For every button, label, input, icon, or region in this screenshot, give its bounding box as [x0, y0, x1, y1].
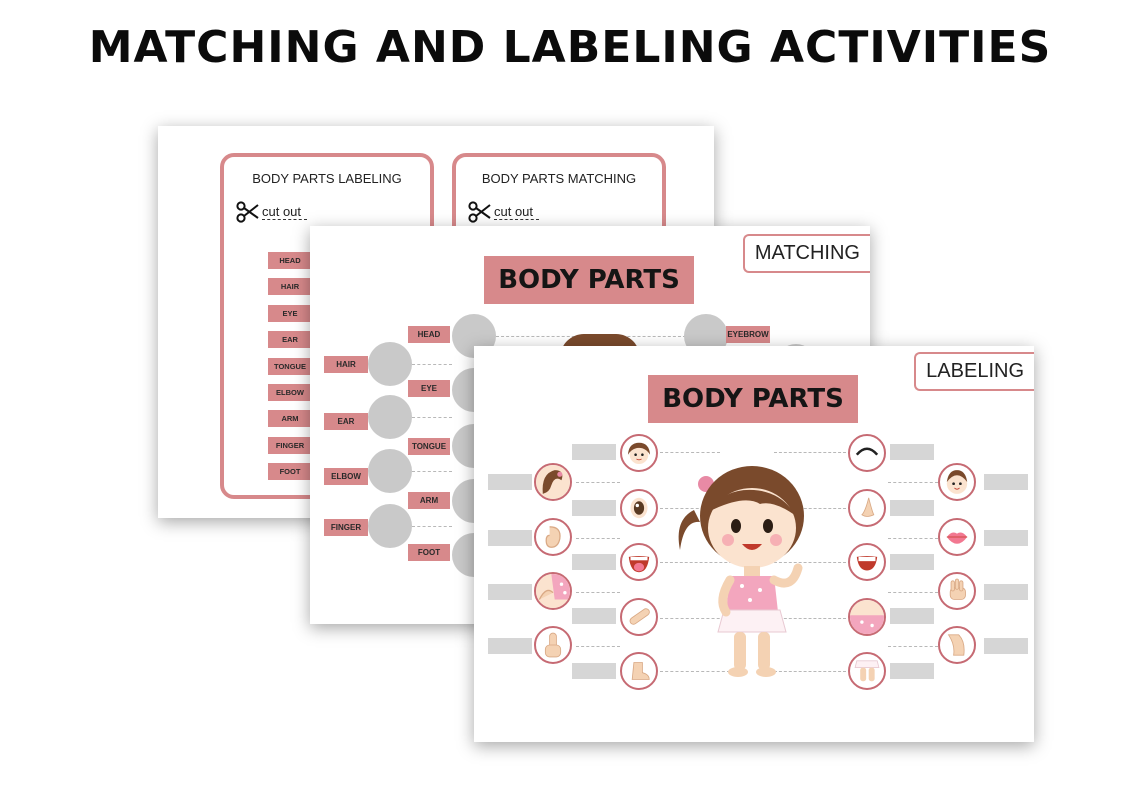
word-card: ARM: [268, 410, 312, 428]
dashed-line: [774, 562, 846, 563]
word-label: FOOT: [408, 544, 450, 561]
dashed-line: [774, 452, 846, 453]
word-label: HAIR: [324, 356, 368, 373]
lips-picture: [938, 518, 976, 556]
dashed-line: [660, 562, 752, 563]
dashed-line: [794, 508, 846, 509]
word-label: HEAD: [408, 326, 450, 343]
dashed-line: [888, 538, 938, 539]
match-circle: [368, 449, 412, 493]
dashed-line: [888, 646, 938, 647]
labeling-cutout-panel: BODY PARTS LABELING cut out HEAD HAIR EY…: [220, 153, 434, 499]
label-blank[interactable]: [984, 530, 1028, 546]
panel-title: BODY PARTS MATCHING: [481, 171, 637, 186]
label-blank[interactable]: [572, 444, 616, 460]
matching-sheet-title: BODY PARTS: [484, 256, 694, 304]
foot-picture: [620, 652, 658, 690]
label-blank[interactable]: [984, 584, 1028, 600]
word-card: FINGER: [268, 436, 312, 454]
word-label: TONGUE: [408, 438, 450, 455]
label-blank[interactable]: [984, 474, 1028, 490]
label-blank[interactable]: [488, 638, 532, 654]
dashed-line: [576, 538, 620, 539]
matching-tag: MATCHING: [742, 234, 870, 273]
match-circle: [368, 395, 412, 439]
dashed-line: [660, 452, 720, 453]
label-blank[interactable]: [488, 530, 532, 546]
labeling-sheet-title: BODY PARTS: [648, 375, 858, 423]
head-picture: [620, 434, 658, 472]
face-picture: [938, 463, 976, 501]
word-card: TONGUE: [268, 357, 312, 375]
word-label: EAR: [324, 413, 368, 430]
word-card: ELBOW: [268, 383, 312, 401]
knee-picture: [938, 626, 976, 664]
dashed-line: [660, 618, 730, 619]
word-card: HAIR: [268, 278, 312, 296]
label-blank[interactable]: [890, 444, 934, 460]
page-title: MATCHING AND LABELING ACTIVITIES: [88, 22, 1052, 73]
cut-out-line: cut out: [236, 201, 308, 223]
hand-picture: [938, 572, 976, 610]
label-blank[interactable]: [984, 638, 1028, 654]
cut-out-label: cut out: [494, 204, 540, 220]
match-circle: [368, 504, 412, 548]
dashed-line: [774, 618, 846, 619]
cut-out-line: cut out: [468, 201, 540, 223]
label-blank[interactable]: [572, 608, 616, 624]
dashed-line: [412, 417, 452, 418]
scissors-icon: [236, 201, 259, 223]
dashed-line: [576, 482, 620, 483]
dashed-line: [576, 646, 620, 647]
label-blank[interactable]: [890, 663, 934, 679]
labeling-sheet: LABELING BODY PARTS: [474, 346, 1034, 742]
match-circle: [368, 342, 412, 386]
dashed-line: [888, 482, 938, 483]
eyebrow-picture: [848, 434, 886, 472]
girl-illustration: [678, 466, 804, 677]
dashed-line: [412, 526, 452, 527]
word-label: ARM: [408, 492, 450, 509]
hair-picture: [534, 463, 572, 501]
dashed-line: [412, 471, 452, 472]
label-blank[interactable]: [890, 554, 934, 570]
eye-picture: [620, 489, 658, 527]
cut-out-label: cut out: [262, 204, 308, 220]
ear-picture: [534, 518, 572, 556]
label-blank[interactable]: [890, 500, 934, 516]
word-label: EYE: [408, 380, 450, 397]
word-label: EYEBROW: [726, 326, 770, 343]
chest-picture: [848, 598, 886, 636]
teeth-picture: [848, 543, 886, 581]
word-card: EYE: [268, 304, 312, 322]
tongue-picture: [620, 543, 658, 581]
label-blank[interactable]: [572, 554, 616, 570]
word-card: FOOT: [268, 463, 312, 481]
word-card: HEAD: [268, 252, 312, 269]
dashed-line: [774, 671, 846, 672]
label-blank[interactable]: [488, 474, 532, 490]
word-card-list: HEAD HAIR EYE EAR TONGUE ELBOW ARM FINGE…: [268, 252, 328, 490]
leg-picture: [848, 652, 886, 690]
labeling-tag: LABELING: [914, 352, 1034, 391]
dashed-line: [660, 671, 730, 672]
finger-picture: [534, 626, 572, 664]
scissors-icon: [468, 201, 491, 223]
arm-picture: [620, 598, 658, 636]
word-card: EAR: [268, 331, 312, 349]
label-blank[interactable]: [572, 663, 616, 679]
elbow-picture: [534, 572, 572, 610]
dashed-line: [576, 592, 620, 593]
panel-title: BODY PARTS LABELING: [252, 171, 402, 186]
word-label: ELBOW: [324, 468, 368, 485]
dashed-line: [888, 592, 938, 593]
label-blank[interactable]: [890, 608, 934, 624]
word-label: FINGER: [324, 519, 368, 536]
label-blank[interactable]: [572, 500, 616, 516]
label-blank[interactable]: [488, 584, 532, 600]
nose-picture: [848, 489, 886, 527]
dashed-line: [412, 364, 452, 365]
